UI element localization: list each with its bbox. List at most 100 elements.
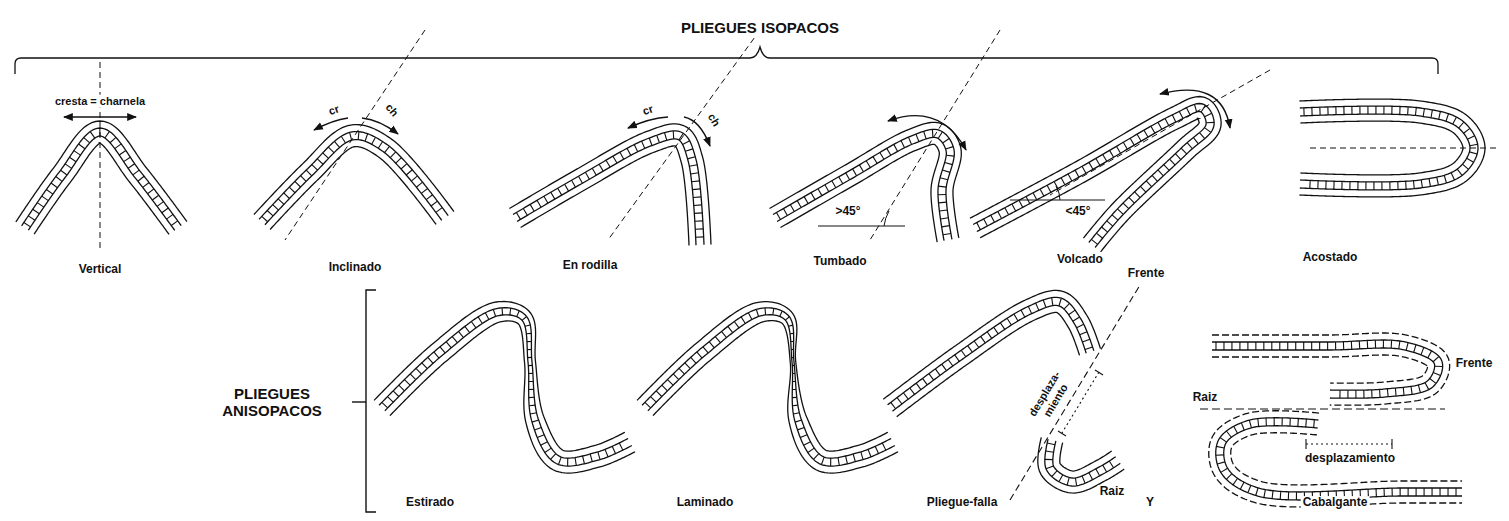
brick-tick	[1371, 390, 1372, 398]
brick-tick	[792, 389, 796, 390]
brick-tick	[728, 326, 733, 332]
crest-label: cr	[325, 102, 343, 119]
hinge-arrow	[888, 116, 966, 150]
brick-tick	[51, 183, 57, 188]
brick-tick	[1199, 133, 1204, 139]
brick-tick	[793, 381, 796, 382]
brick-tick	[942, 170, 950, 172]
brick-tick	[1421, 180, 1422, 188]
brick-tick	[1206, 122, 1214, 123]
brick-tick	[434, 352, 439, 358]
angle-arc	[1056, 186, 1060, 200]
brick-tick	[1045, 459, 1053, 460]
brick-tick	[530, 413, 536, 414]
brick-tick	[634, 145, 638, 152]
front-label: Frente	[1454, 357, 1495, 371]
brick-tick	[695, 228, 703, 230]
brick-tick	[627, 148, 631, 155]
brick-tick	[673, 374, 679, 380]
brick-tick	[1383, 488, 1384, 496]
brick-tick	[1429, 179, 1430, 187]
brick-tick	[1033, 193, 1037, 200]
brick-tick	[798, 427, 805, 429]
brick-tick	[1073, 317, 1080, 321]
brick-tick	[1451, 173, 1454, 180]
brick-tick	[1355, 390, 1356, 398]
brick-tick	[428, 357, 433, 363]
brick-tick	[1365, 182, 1366, 190]
brick-tick	[943, 138, 950, 143]
brick-tick	[1046, 466, 1053, 469]
brick-tick	[1089, 473, 1093, 480]
brick-tick	[846, 456, 848, 464]
axial-plane	[870, 30, 1000, 240]
brick-tick	[788, 325, 792, 326]
brick-tick	[1110, 150, 1114, 157]
brick-tick	[1103, 154, 1107, 161]
brick-tick	[977, 223, 981, 230]
brick-tick	[734, 321, 739, 327]
brick-tick	[598, 452, 600, 460]
brick-tick	[1397, 182, 1398, 190]
brick-tick	[56, 177, 62, 182]
brick-tick	[1204, 128, 1210, 133]
brick-tick	[152, 195, 158, 200]
brick-tick	[372, 137, 376, 144]
brick-tick	[645, 402, 651, 408]
brick-tick	[1282, 418, 1283, 426]
brick-tick	[880, 152, 884, 159]
brick-tick	[1271, 342, 1272, 350]
brick-tick	[1439, 488, 1440, 496]
bed-line	[777, 137, 946, 240]
brick-tick	[942, 226, 950, 227]
bed-line	[1216, 418, 1462, 500]
brick-tick	[509, 308, 511, 315]
fold-name: Tumbado	[811, 255, 868, 269]
brick-tick	[1428, 351, 1432, 358]
brick-tick	[575, 458, 576, 466]
axial-plane	[608, 30, 760, 240]
brick-tick	[1359, 106, 1360, 114]
brick-tick	[527, 341, 531, 342]
crest-arrow	[628, 117, 668, 128]
brick-tick	[1313, 420, 1315, 428]
fold-name: Estirado	[404, 496, 456, 510]
brick-tick	[792, 357, 794, 358]
brick-tick	[1399, 106, 1400, 114]
bed-line	[642, 308, 891, 458]
brick-tick	[791, 349, 793, 350]
group-bracket	[366, 290, 376, 512]
brick-tick	[974, 341, 979, 348]
brick-tick	[903, 393, 908, 399]
brick-tick	[493, 309, 495, 316]
brick-tick	[613, 156, 617, 163]
hinge-arrow	[1160, 90, 1230, 128]
bed-line	[648, 315, 895, 466]
brick-tick	[1265, 418, 1266, 426]
brick-tick	[567, 458, 568, 466]
brick-tick	[350, 132, 352, 140]
brick-tick	[1061, 178, 1065, 185]
brick-tick	[1151, 126, 1155, 133]
bed-line	[1060, 443, 1112, 471]
brick-tick	[1403, 387, 1405, 395]
brick-tick	[1424, 488, 1425, 496]
group-brace	[15, 47, 1438, 74]
brick-tick	[1144, 130, 1148, 137]
brick-tick	[818, 189, 822, 196]
brick-tick	[1116, 146, 1120, 153]
brick-tick	[1089, 162, 1093, 169]
brick-tick	[1226, 431, 1231, 437]
brick-tick	[1367, 106, 1368, 114]
brick-tick	[385, 146, 390, 152]
brick-tick	[667, 380, 673, 386]
brick-tick	[1392, 488, 1393, 496]
brick-tick	[105, 131, 110, 138]
brick-tick	[545, 448, 551, 452]
brick-tick	[1455, 488, 1456, 496]
brick-tick	[1172, 115, 1175, 122]
brick-tick	[887, 148, 891, 155]
brick-tick	[689, 165, 697, 167]
brick-tick	[411, 176, 417, 181]
brick-tick	[987, 332, 992, 339]
